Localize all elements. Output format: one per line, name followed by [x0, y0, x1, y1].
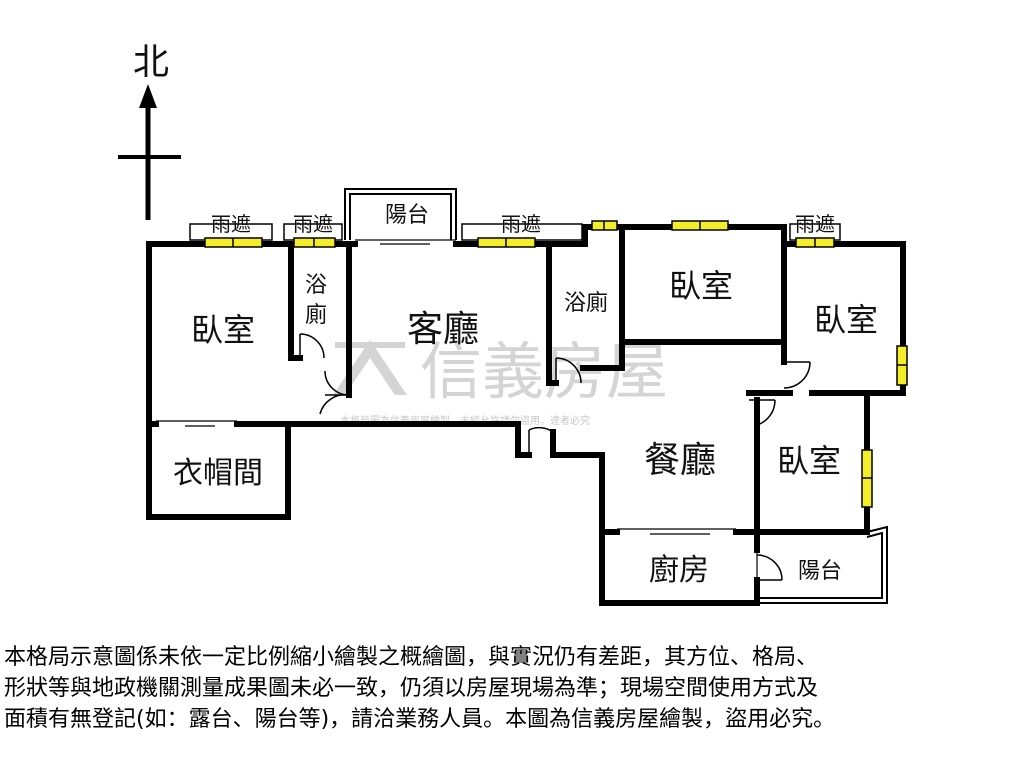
floor-plan: 北 信義房屋 本格局圖為信義房屋繪製，未經允許請勿盜用，違者必究: [118, 42, 908, 606]
room-labels: 臥室 浴 廁 客廳 浴廁 臥室 臥室 餐廳 臥室 衣帽間 廚房 陽台 陽台: [173, 203, 878, 588]
room-label-kitchen: 廚房: [649, 553, 709, 588]
canopy-labels: 雨遮 雨遮 雨遮 雨遮: [211, 212, 835, 236]
walls: [146, 224, 906, 606]
disclaimer-line: 形狀等與地政機關測量成果圖未必一致，仍須以房屋現場為準；現場空間使用方式及: [4, 676, 819, 701]
canopy-label: 雨遮: [795, 212, 835, 236]
watermark-brand: 信義房屋: [420, 335, 668, 408]
canopy-label: 雨遮: [211, 212, 251, 236]
disclaimer-line: 面積有無登記(如：露台、陽台等)，請洽業務人員。本圖為信義房屋繪製，盜用必究。: [4, 707, 836, 732]
room-label-bedroom-ne: 臥室: [814, 301, 878, 339]
room-label-bedroom-n: 臥室: [669, 267, 733, 305]
watermark-logo-icon: [333, 340, 407, 395]
canopy-label: 雨遮: [293, 212, 333, 236]
room-label-living: 客廳: [407, 309, 479, 350]
room-label-bath-1-bottom: 廁: [305, 303, 327, 328]
room-label-closet: 衣帽間: [173, 456, 263, 491]
balcony-outlines: [344, 188, 888, 604]
north-label: 北: [133, 42, 169, 83]
room-label-balcony-se: 陽台: [798, 559, 842, 584]
windows: [204, 220, 908, 508]
room-label-dining: 餐廳: [644, 440, 716, 481]
room-label-bath-1-top: 浴: [305, 273, 327, 298]
watermark: 信義房屋 本格局圖為信義房屋繪製，未經允許請勿盜用，違者必究: [333, 335, 668, 427]
disclaimer-line: 本格局示意圖係未依一定比例縮小繪製之概繪圖，與實況仍有差距，其方位、格局、: [4, 645, 819, 670]
door-swings: [299, 333, 811, 581]
sliding-doors: [156, 239, 758, 580]
north-arrow: 北: [118, 42, 181, 220]
room-label-bedroom-e: 臥室: [777, 442, 841, 480]
room-label-balcony-n: 陽台: [385, 203, 429, 228]
room-label-bath-2: 浴廁: [564, 291, 608, 316]
canopy-label: 雨遮: [501, 212, 541, 236]
disclaimer-text: 本格局示意圖係未依一定比例縮小繪製之概繪圖，與實況仍有差距，其方位、格局、 形狀…: [4, 642, 1020, 735]
room-label-bedroom-nw: 臥室: [191, 311, 255, 349]
